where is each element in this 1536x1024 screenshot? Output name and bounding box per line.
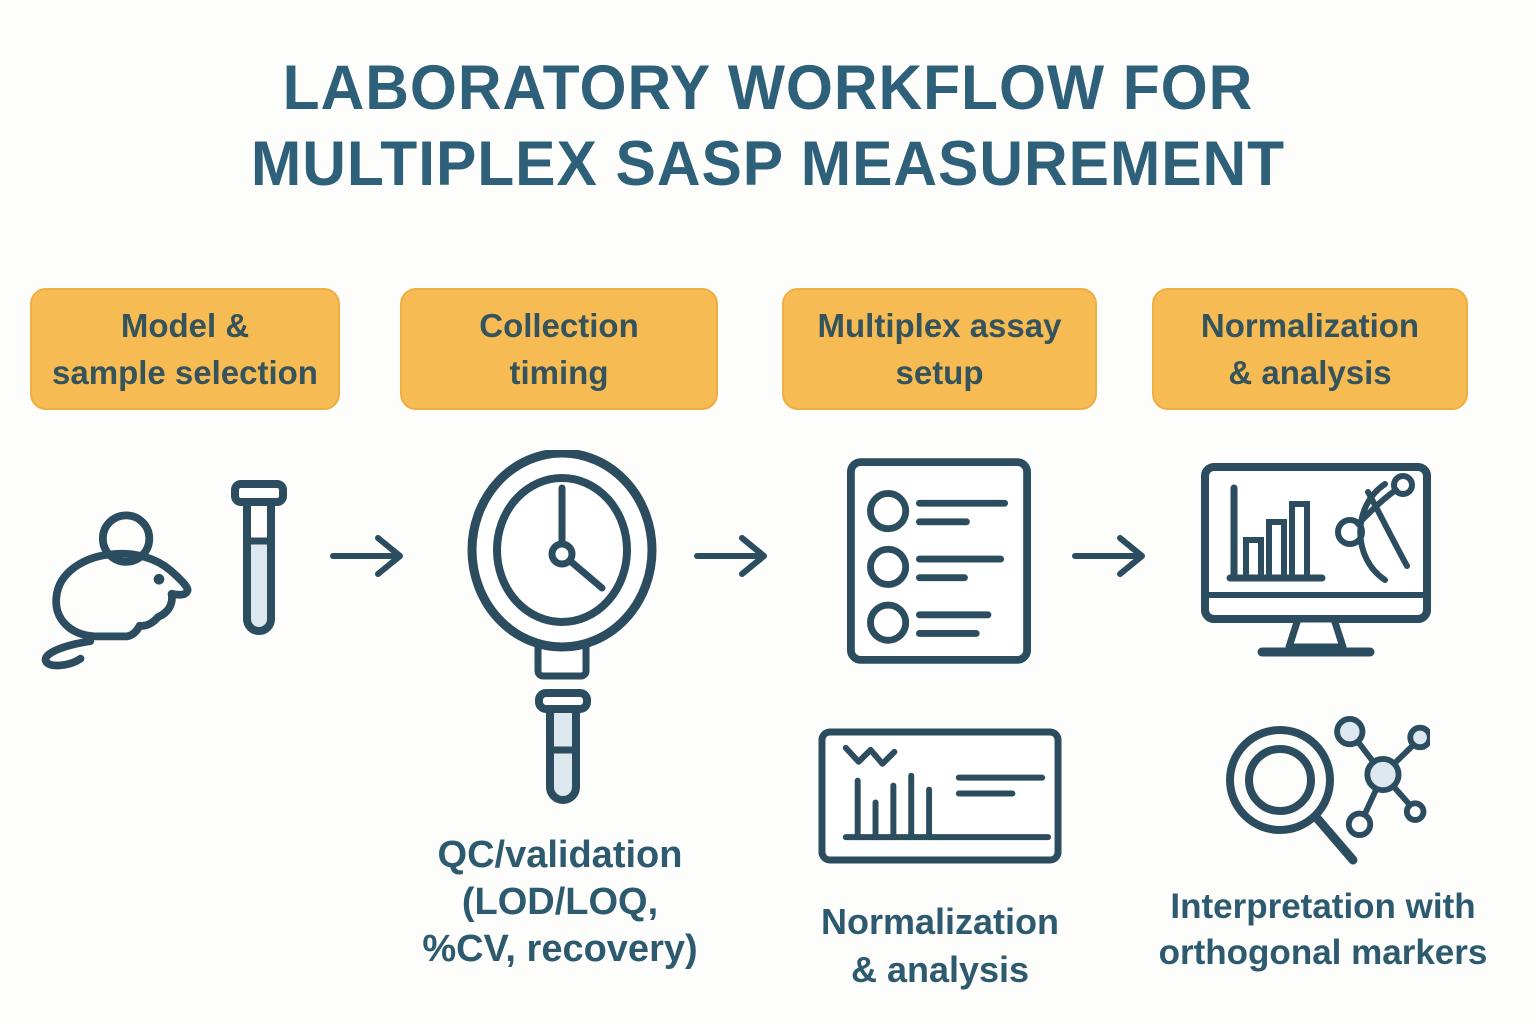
test-tube-icon [231, 480, 287, 635]
arrow-right-icon [1072, 535, 1145, 577]
caption-line: Normalization [820, 901, 1060, 942]
page-title-line1: LABORATORY WORKFLOW FOR [282, 53, 1254, 123]
clock-magnifier-icon [467, 450, 657, 680]
caption-line: Interpretation with [1170, 887, 1476, 926]
page-title: LABORATORY WORKFLOW FOR MULTIPLEX SASP M… [31, 50, 1506, 202]
page-title-line2: MULTIPLEX SASP MEASUREMENT [250, 129, 1286, 199]
step-label-line: Multiplex assay [817, 307, 1062, 344]
caption-line: (LOD/LOQ, [461, 881, 659, 923]
checklist-icon [846, 458, 1032, 664]
step-label-line: timing [509, 354, 609, 391]
caption-normalization-analysis: Normalization & analysis [790, 898, 1090, 994]
caption-line: orthogonal markers [1158, 933, 1488, 972]
caption-line: QC/validation [437, 834, 683, 876]
small-test-tube-icon [535, 689, 591, 804]
step-box-multiplex-assay-setup: Multiplex assay setup [782, 288, 1097, 410]
step-box-collection-timing: Collection timing [400, 288, 718, 410]
step-label-line: sample selection [52, 354, 318, 391]
caption-line: %CV, recovery) [422, 928, 698, 970]
step-box-normalization-analysis: Normalization & analysis [1152, 288, 1468, 410]
caption-qc-validation: QC/validation (LOD/LOQ, %CV, recovery) [370, 832, 750, 973]
molecule-network-icon [1334, 716, 1430, 838]
mouse-icon [41, 511, 192, 670]
magnifier-icon [1226, 726, 1358, 865]
step-label-line: Model & [120, 307, 250, 344]
arrow-right-icon [330, 535, 403, 577]
monitor-bar-chart-icon [1201, 463, 1431, 657]
step-label-line: Normalization [1200, 307, 1420, 344]
step-label-line: setup [895, 354, 984, 391]
step-label-line: & analysis [1228, 354, 1392, 391]
spike-chart-card-icon [818, 728, 1062, 864]
step-label-line: Collection [479, 307, 639, 344]
caption-interpretation-orthogonal: Interpretation with orthogonal markers [1140, 884, 1506, 976]
step-box-model-sample-selection: Model & sample selection [30, 288, 340, 410]
caption-line: & analysis [850, 949, 1030, 990]
signal-dish-icon [1335, 473, 1415, 583]
arrow-right-icon [694, 535, 767, 577]
